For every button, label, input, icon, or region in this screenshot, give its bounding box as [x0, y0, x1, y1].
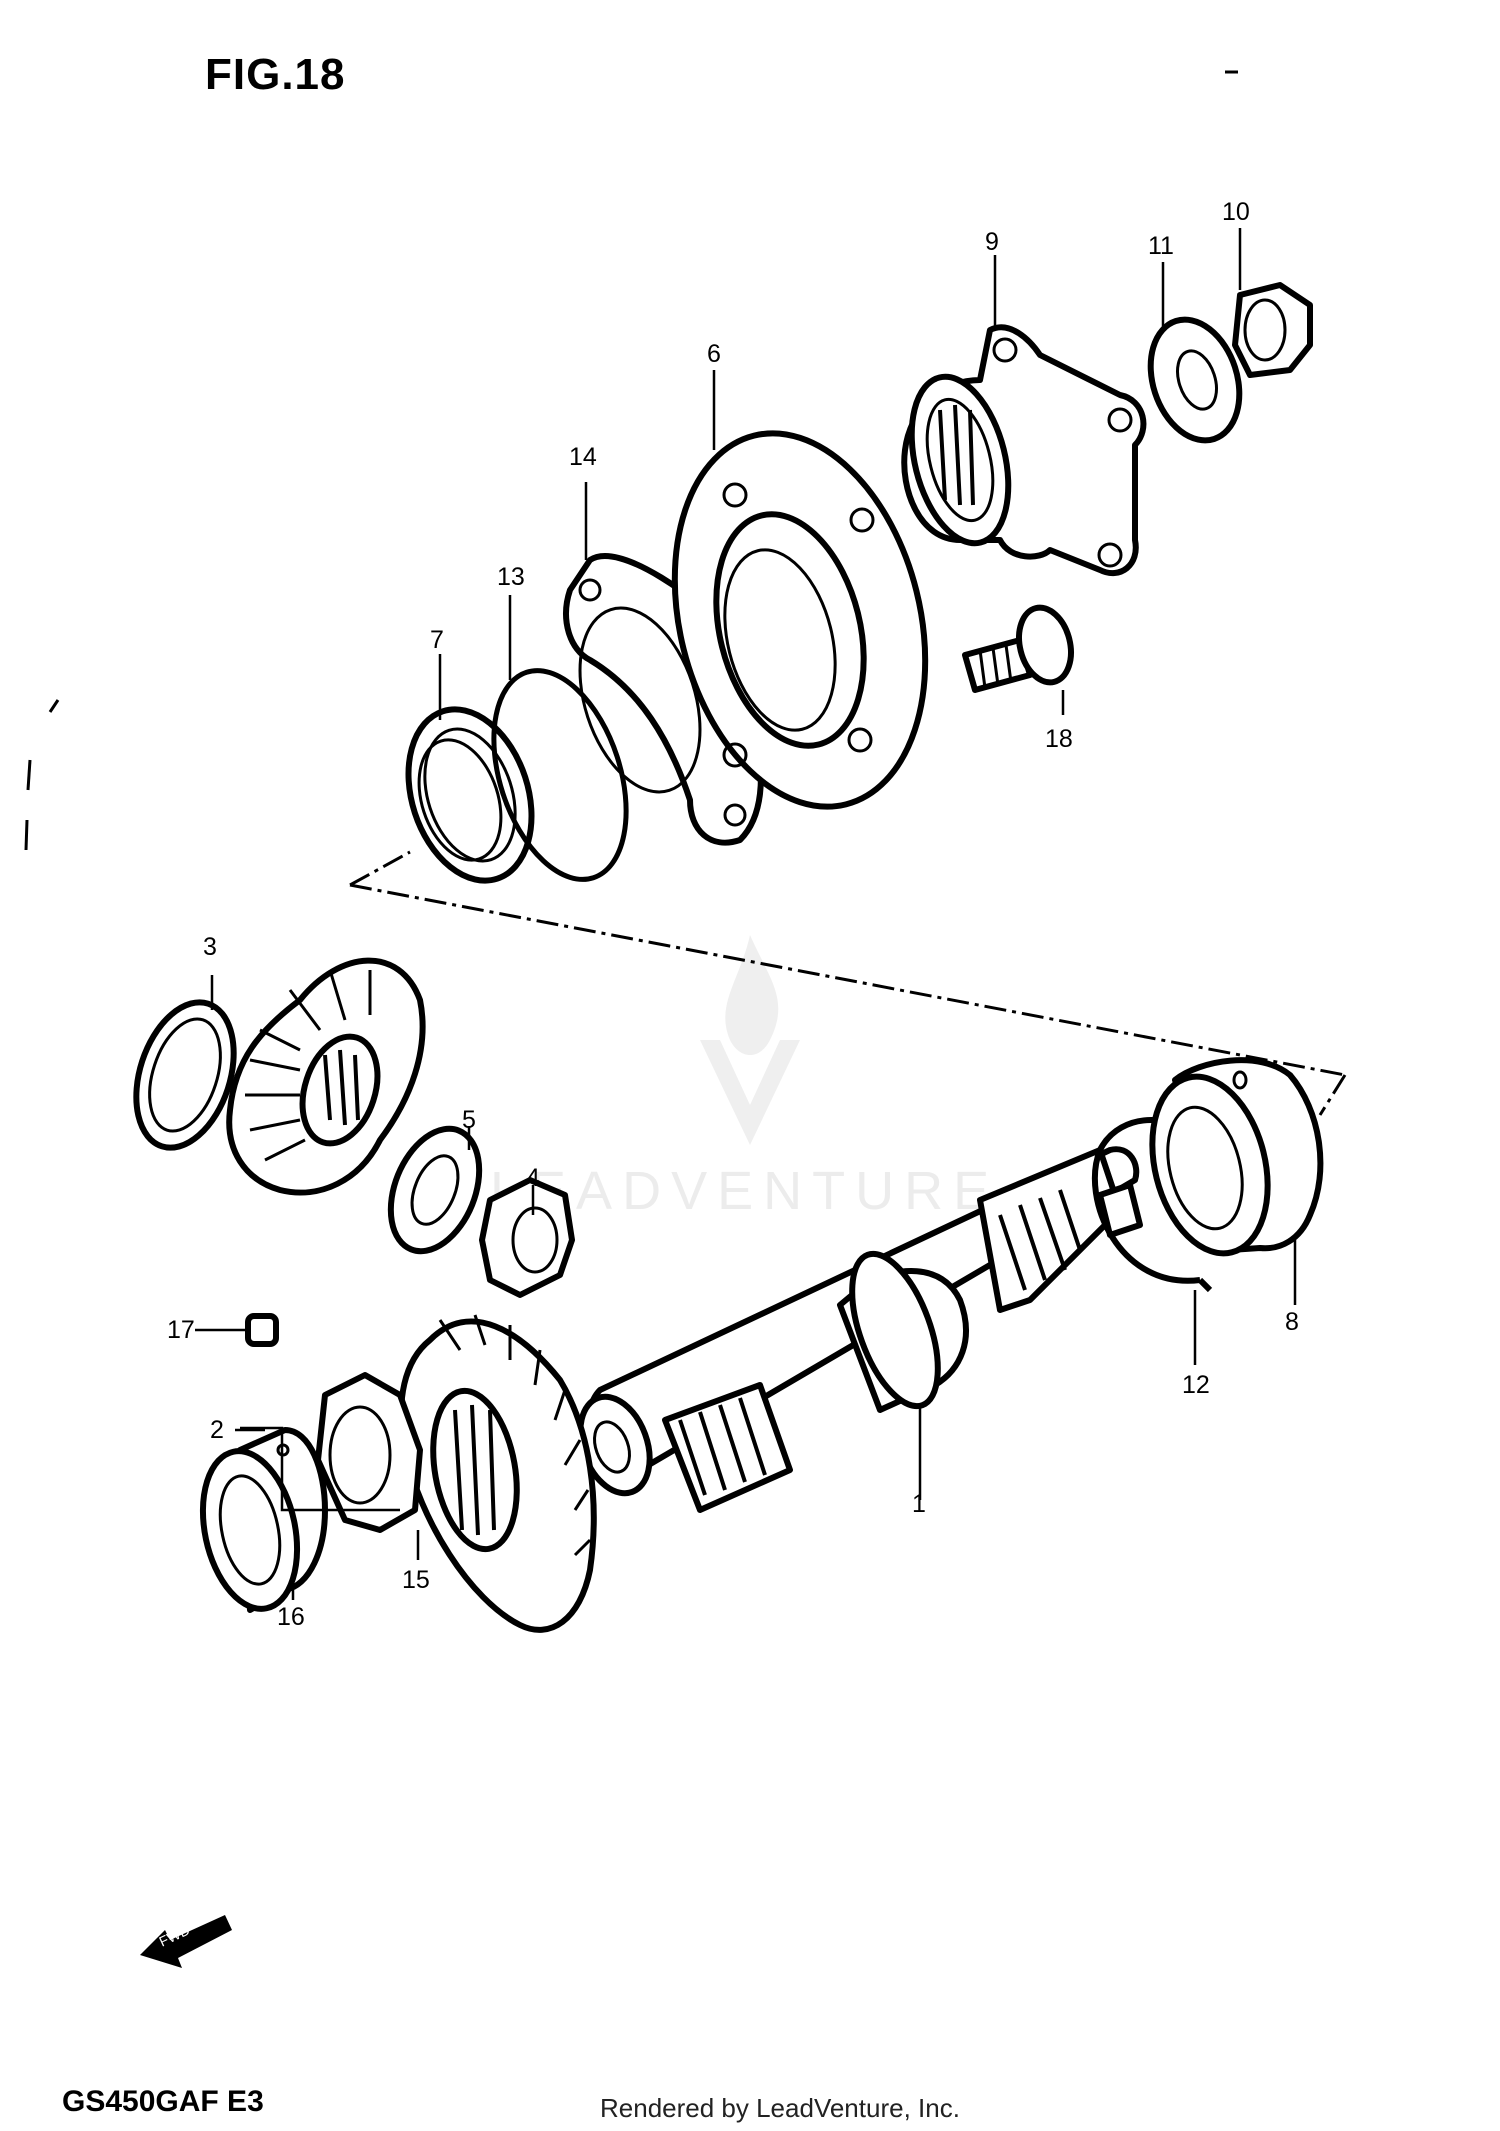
callout-18: 18 — [1045, 725, 1073, 753]
circlip-part-13 — [491, 668, 629, 882]
callout-9: 9 — [985, 228, 999, 256]
figure-title: FIG.18 — [205, 50, 346, 99]
bolt-part-18 — [962, 604, 1074, 693]
callout-2: 2 — [210, 1416, 224, 1444]
pin-part-17 — [245, 1313, 279, 1347]
leader-lines — [195, 228, 1297, 1600]
washer-part-11 — [1147, 316, 1243, 444]
callout-labels: 1 2 3 4 5 6 7 8 9 10 11 12 13 14 15 16 1… — [167, 198, 1299, 1631]
bevel-gear-part-2b — [398, 1314, 597, 1633]
callout-17: 17 — [167, 1316, 195, 1344]
leadventure-logo-icon — [700, 935, 800, 1145]
shaft-part-1 — [577, 1146, 1143, 1513]
forward-arrow-icon — [140, 1915, 232, 1968]
watermark-text: LEADVENTURE — [490, 1161, 1000, 1221]
callout-3: 3 — [203, 933, 217, 961]
callout-11: 11 — [1148, 232, 1174, 260]
oil-seal-part-7 — [405, 706, 535, 884]
needle-bearing-part-16 — [199, 1427, 328, 1613]
nut-part-15 — [315, 1372, 423, 1533]
callout-15: 15 — [402, 1566, 430, 1594]
bearing-housing-part-6 — [671, 430, 929, 810]
footer-credit: Rendered by LeadVenture, Inc. — [600, 2093, 960, 2123]
flange-coupling-part-9 — [901, 324, 1147, 577]
callout-6: 6 — [707, 340, 721, 368]
nut-part-4 — [479, 1177, 575, 1298]
callout-5: 5 — [462, 1106, 476, 1134]
callout-10: 10 — [1222, 198, 1250, 226]
callout-13: 13 — [497, 563, 525, 591]
bevel-gear-part-2a — [226, 957, 426, 1196]
callout-14: 14 — [569, 443, 597, 471]
callout-16: 16 — [277, 1603, 305, 1631]
callout-8: 8 — [1285, 1308, 1299, 1336]
callout-4: 4 — [526, 1164, 540, 1192]
assembly-guide-lines — [349, 850, 1347, 1116]
shim-part-3 — [133, 999, 237, 1151]
model-code: GS450GAF E3 — [62, 2085, 264, 2118]
nut-part-10 — [1232, 282, 1313, 378]
callout-1: 1 — [912, 1490, 926, 1518]
scan-marks — [24, 70, 1238, 851]
washer-part-5 — [387, 1125, 483, 1255]
callout-12: 12 — [1182, 1371, 1210, 1399]
bearing-part-8 — [1149, 1057, 1324, 1257]
callout-7: 7 — [430, 626, 444, 654]
